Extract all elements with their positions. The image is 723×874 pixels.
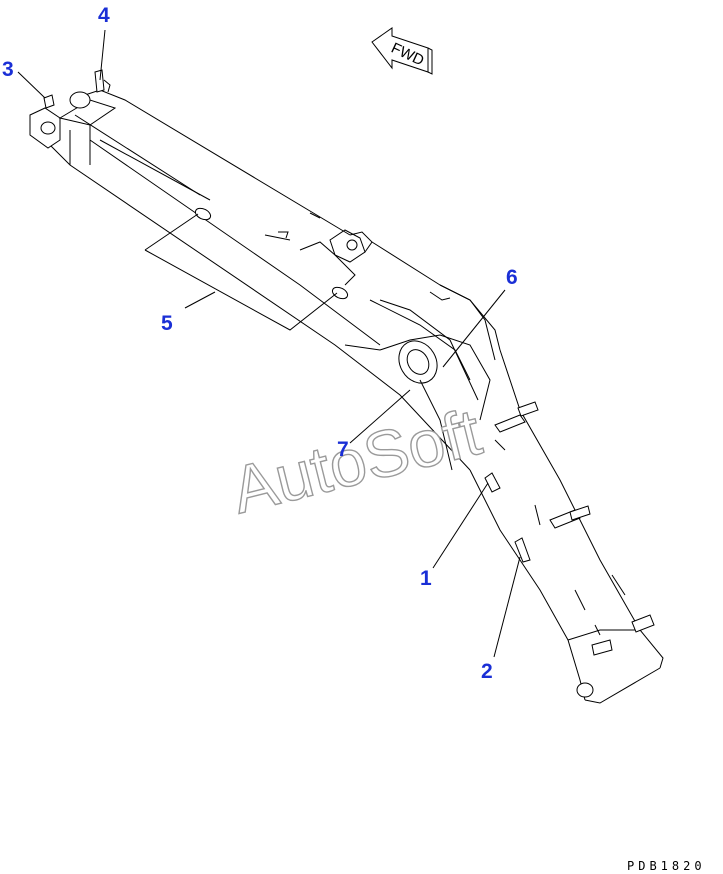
leader-lines	[17, 29, 521, 658]
callout-1: 1	[420, 567, 432, 590]
callout-4: 4	[98, 4, 110, 27]
callout-5: 5	[161, 312, 173, 335]
callouts: 1 2 3 4 5 6 7	[2, 4, 518, 683]
callout-6: 6	[506, 266, 518, 289]
watermark-text: AutoSoft	[224, 394, 488, 527]
callout-7: 7	[337, 438, 349, 461]
drawing-code: PDB1820	[627, 859, 706, 873]
callout-3: 3	[2, 58, 14, 81]
boom-drawing	[29, 69, 664, 704]
fwd-arrow-icon: FWD	[371, 27, 433, 75]
callout-2: 2	[481, 660, 493, 683]
